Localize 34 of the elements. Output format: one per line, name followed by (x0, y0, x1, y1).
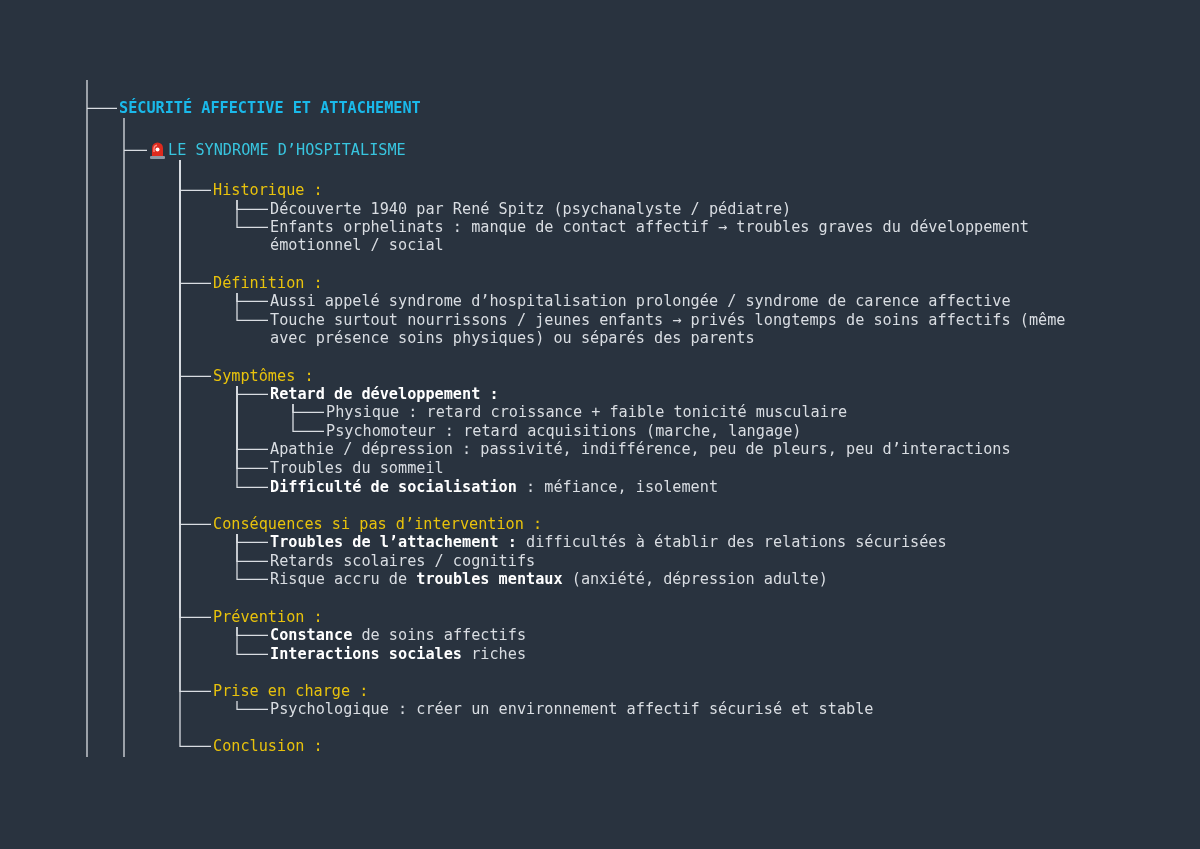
section-heading: Prévention : (213, 607, 323, 627)
main-heading: SÉCURITÉ AFFECTIVE ET ATTACHEMENT (119, 98, 421, 118)
tree-item-text: Découverte 1940 par René Spitz (psychanalyste / pédiatre) (270, 199, 792, 219)
tree-connector (86, 79, 118, 758)
tree-item-text: Retards scolaires / cognitifs (270, 551, 536, 571)
tree-item-text: Psychomoteur : retard acquisitions (marche, langage) (326, 421, 802, 441)
tree-connector (236, 533, 269, 580)
section-heading: Conséquences si pas d’intervention : (213, 514, 543, 534)
tree-connector (123, 117, 148, 758)
tree-item-text: Enfants orphelinats : manque de contact affectif → troubles graves du développement émotionnel / social (270, 217, 1100, 255)
tree-item-text: Interactions sociales riches (270, 644, 527, 664)
tree-item-text: Retard de développement : (270, 384, 499, 404)
section-heading: Prise en charge : (213, 681, 369, 701)
section-heading: Symptômes : (213, 366, 314, 386)
tree-connector (236, 292, 269, 321)
tree-item-text: Psychologique : créer un environnement affectif sécurisé et stable (270, 699, 874, 719)
tree-item-text: Troubles du sommeil (270, 458, 444, 478)
tree-connector (236, 385, 269, 488)
tree-connector (236, 700, 269, 710)
tree-connector (236, 626, 269, 655)
tree-item-text: Troubles de l’attachement : difficultés à établir des relations sécurisées (270, 532, 947, 552)
tree-item-text: Touche surtout nourrissons / jeunes enfants → privés longtemps de soins affectifs (même avec présence soins physiques) ou séparés des parents (270, 310, 1100, 348)
tree-item-text: Apathie / dépression : passivité, indifférence, peu de pleurs, peu d’interactions (270, 439, 1011, 459)
tree-item-text: Constance de soins affectifs (270, 625, 527, 645)
tree-item-text: Difficulté de socialisation : méfiance, isolement (270, 477, 719, 497)
tree-connector (236, 199, 269, 228)
section-heading: Définition : (213, 273, 323, 293)
tree-connector (292, 403, 325, 432)
section-heading: Historique : (213, 180, 323, 200)
topic-heading: LE SYNDROME D’HOSPITALISME (168, 140, 406, 160)
tree-item-text: Aussi appelé syndrome d’hospitalisation prolongée / syndrome de carence affective (270, 291, 1011, 311)
section-heading: Conclusion : (213, 736, 323, 756)
tree-item-text: Risque accru de troubles mentaux (anxiété, dépression adulte) (270, 569, 828, 589)
tree-item-text: Physique : retard croissance + faible tonicité musculaire (326, 402, 848, 422)
